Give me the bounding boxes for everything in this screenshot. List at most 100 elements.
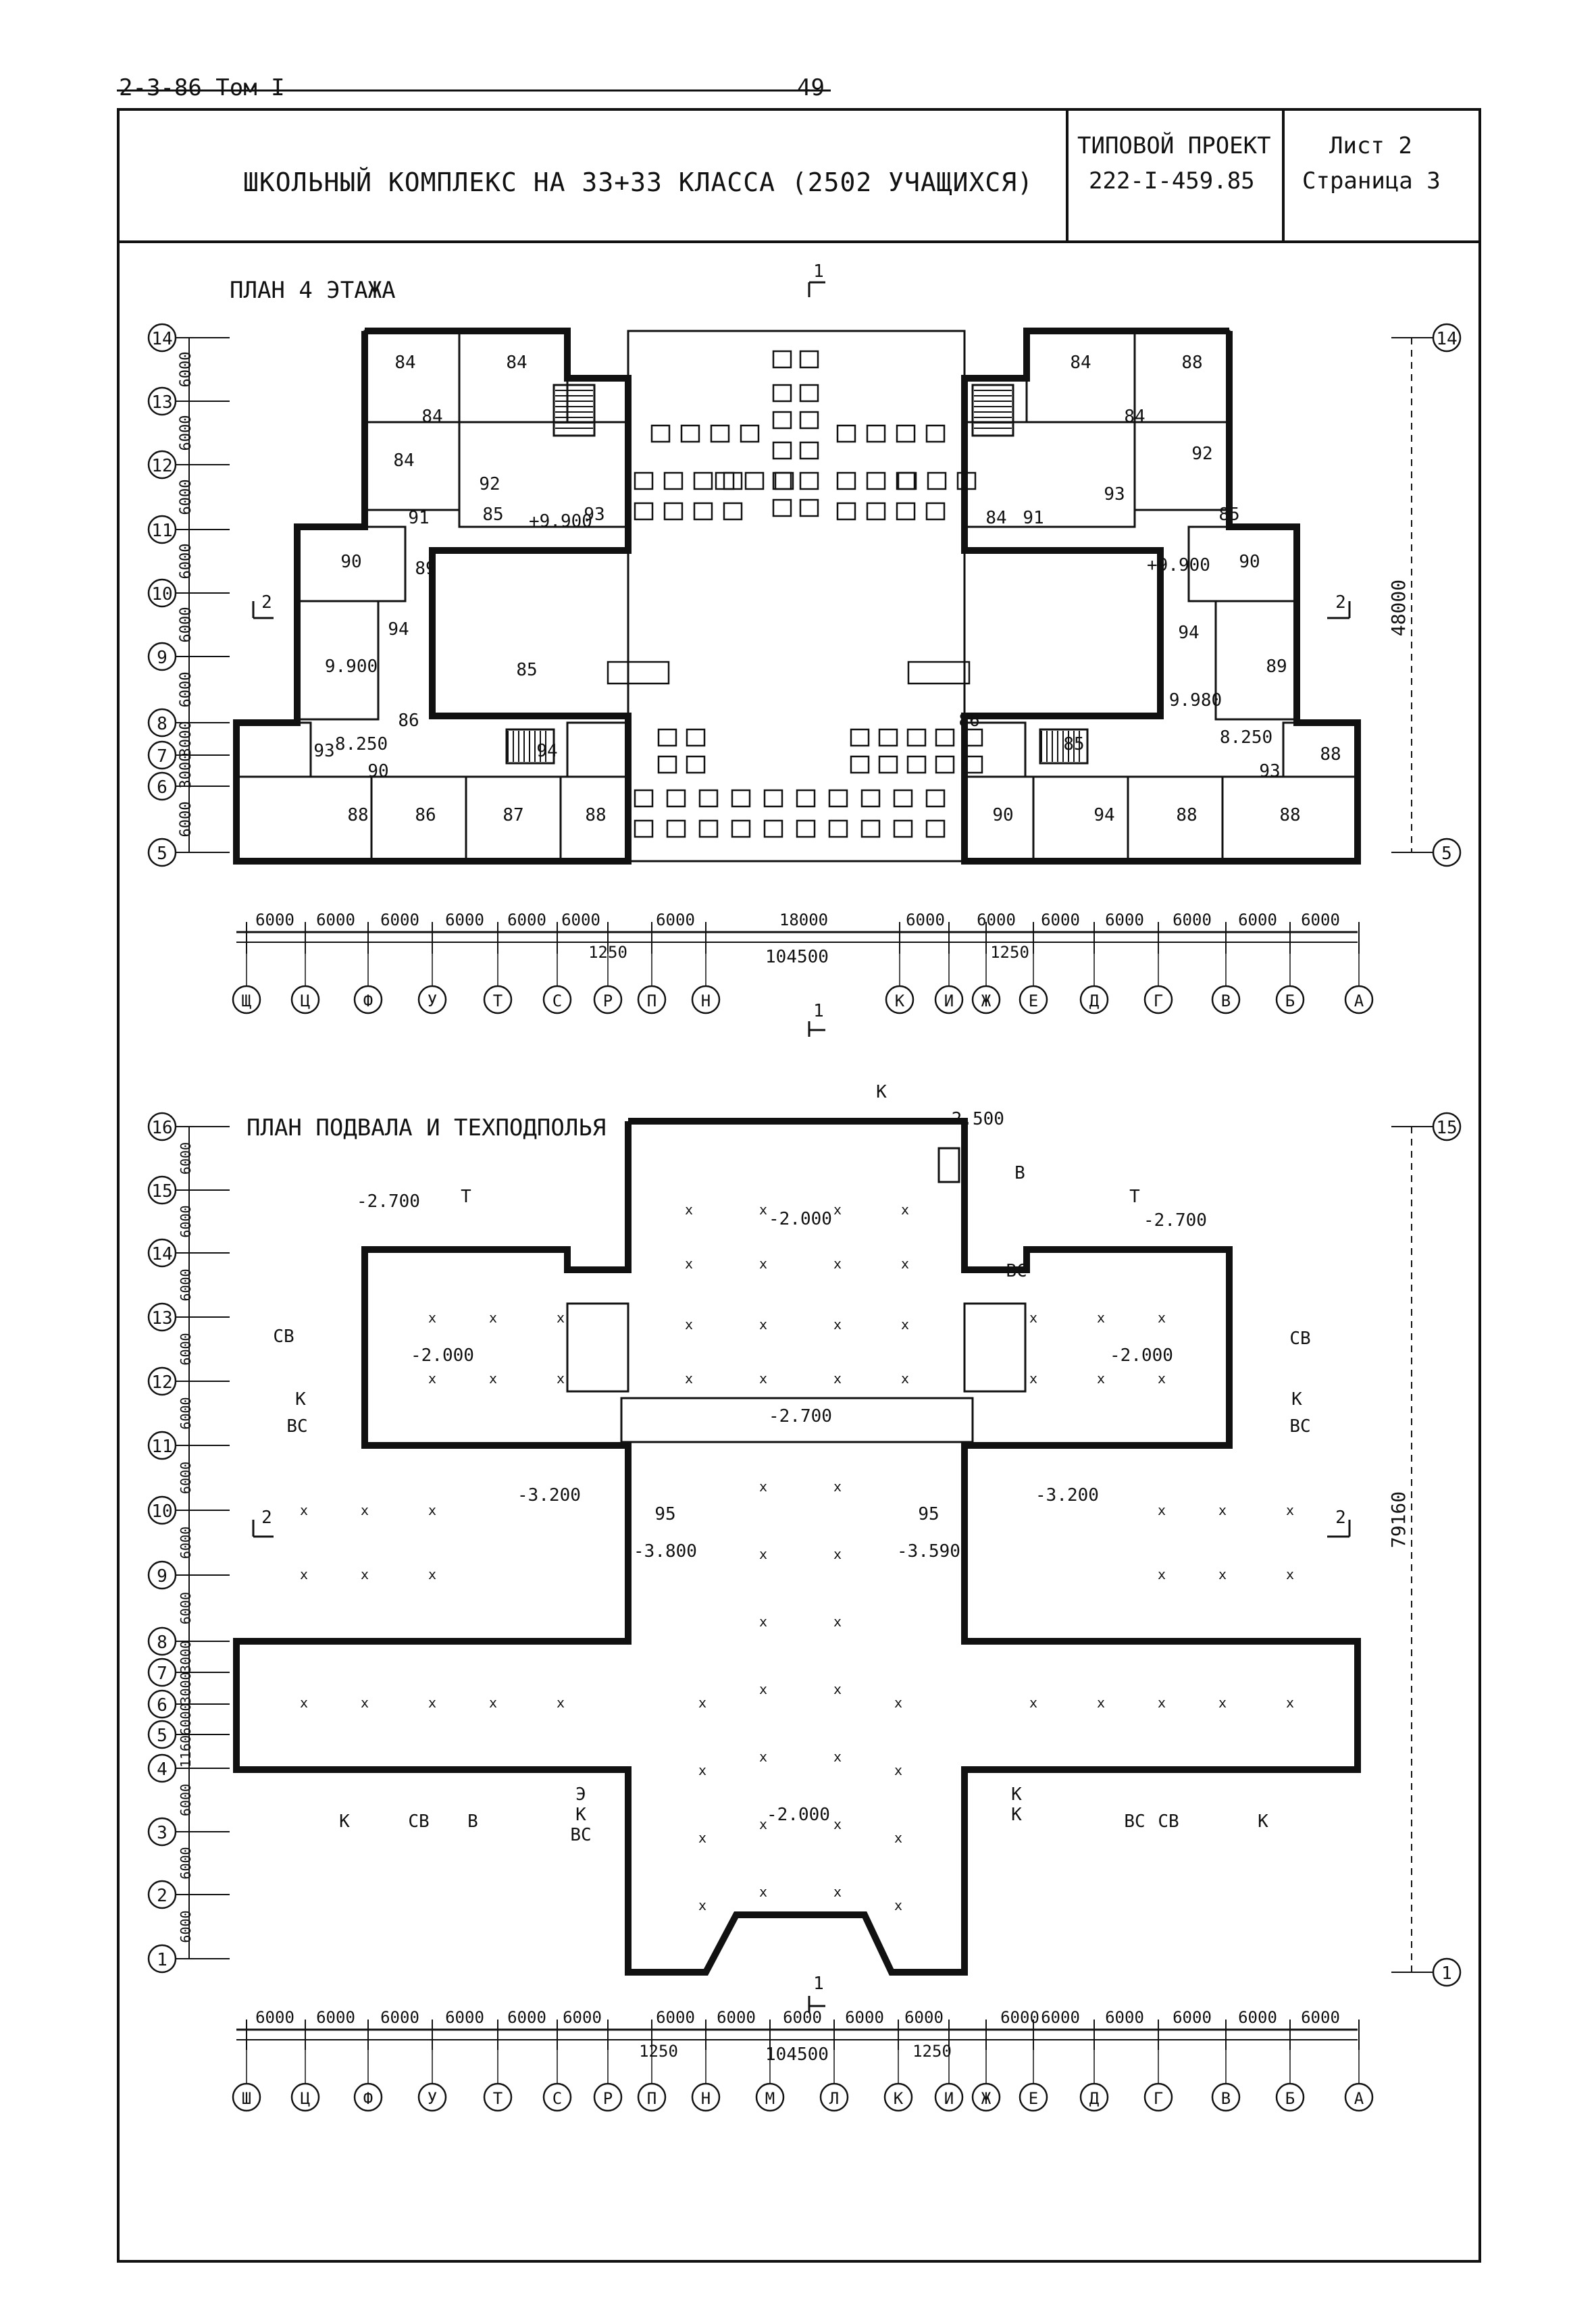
seat bbox=[710, 424, 730, 443]
utility-label: Э bbox=[575, 1784, 586, 1805]
column-marker: x bbox=[361, 1566, 369, 1583]
seat bbox=[963, 755, 983, 774]
stair-core bbox=[566, 1302, 629, 1393]
seat bbox=[686, 728, 706, 747]
column-marker: x bbox=[1218, 1695, 1227, 1711]
column-marker: x bbox=[833, 1681, 842, 1697]
axis-label: У bbox=[428, 992, 437, 1010]
column-marker: x bbox=[557, 1695, 565, 1711]
axis-label: 3 bbox=[157, 1823, 168, 1843]
seat bbox=[634, 502, 654, 521]
column-marker: x bbox=[901, 1202, 909, 1218]
axis-label: 14 bbox=[151, 1244, 172, 1264]
axis-label: А bbox=[1354, 992, 1364, 1010]
axis-label: 8 bbox=[157, 714, 168, 734]
column-marker: x bbox=[1286, 1695, 1294, 1711]
room-label: 90 bbox=[992, 805, 1013, 825]
dim-text: 6000 bbox=[656, 910, 695, 929]
seat bbox=[935, 755, 955, 774]
room-label: 86 bbox=[398, 711, 419, 731]
right-wing-outline bbox=[961, 328, 1361, 865]
axis-label: 8 bbox=[157, 1632, 168, 1653]
axis-label: С bbox=[552, 2089, 562, 2108]
room-label: 88 bbox=[1320, 744, 1341, 765]
dim-text: 6000 bbox=[178, 352, 195, 388]
axis-label: Ш bbox=[242, 2089, 251, 2108]
column-marker: x bbox=[759, 1614, 767, 1630]
seat bbox=[796, 789, 816, 808]
axis-label: Б bbox=[1285, 992, 1295, 1010]
dim-text: 6000 bbox=[1105, 2008, 1144, 2027]
axis-label: 12 bbox=[151, 1372, 172, 1393]
axis-label: 14 bbox=[151, 329, 172, 349]
seat bbox=[634, 789, 654, 808]
dim-text: 6000 bbox=[178, 1910, 194, 1943]
column-marker: x bbox=[428, 1695, 436, 1711]
dim-text: 104500 bbox=[765, 2045, 829, 2065]
column-marker: x bbox=[759, 1256, 767, 1272]
dim-text: 6000 bbox=[507, 2008, 546, 2027]
seat bbox=[906, 755, 927, 774]
seat bbox=[925, 502, 946, 521]
room-label: 94 bbox=[1093, 805, 1114, 825]
project-code: 222-I-459.85 bbox=[1089, 168, 1255, 195]
room-label: 84 bbox=[1124, 407, 1145, 427]
room-label: 88 bbox=[1181, 353, 1202, 373]
dim-text: 6000 bbox=[1173, 910, 1212, 929]
utility-label: В bbox=[1014, 1163, 1025, 1183]
room bbox=[1133, 330, 1231, 423]
axis-label: Ж bbox=[981, 2089, 992, 2108]
utility-label: К bbox=[1011, 1784, 1022, 1805]
room-label: 84 bbox=[393, 451, 414, 471]
column-marker: x bbox=[901, 1256, 909, 1272]
seat bbox=[666, 819, 686, 838]
room-label: 8.250 bbox=[335, 734, 388, 754]
level-label: -2.500 bbox=[941, 1109, 1004, 1129]
seat bbox=[666, 789, 686, 808]
column-marker: x bbox=[894, 1897, 902, 1913]
level-label: -2.000 bbox=[769, 1209, 832, 1229]
axis-label: А bbox=[1354, 2089, 1364, 2108]
seat bbox=[836, 471, 856, 490]
seat bbox=[650, 424, 671, 443]
utility-label: СВ bbox=[273, 1327, 294, 1347]
seat bbox=[763, 819, 783, 838]
utility-label: СВ bbox=[1158, 1811, 1179, 1832]
seat bbox=[866, 471, 886, 490]
dim-text: 1160 bbox=[178, 1735, 194, 1768]
seat bbox=[893, 789, 913, 808]
dim-text: 6000 bbox=[561, 910, 600, 929]
seat bbox=[731, 789, 751, 808]
room-label: 84 bbox=[421, 407, 442, 427]
dim-text: 6000 bbox=[1000, 2008, 1039, 2027]
axis-label: Б bbox=[1285, 2089, 1295, 2108]
dim-text: 6000 bbox=[1041, 910, 1080, 929]
room-label: 85 bbox=[1063, 734, 1084, 754]
level-label: -2.700 bbox=[1143, 1210, 1207, 1231]
column-marker: x bbox=[894, 1762, 902, 1778]
level-label: 95 bbox=[654, 1504, 675, 1524]
section-mark: 2 bbox=[261, 1508, 272, 1528]
seat bbox=[836, 424, 856, 443]
column-marker: x bbox=[300, 1695, 308, 1711]
axis-label: 15 bbox=[1436, 1118, 1457, 1138]
room-label: 89 bbox=[415, 559, 436, 579]
level-label: -2.000 bbox=[1110, 1345, 1173, 1366]
room-label: 9.980 bbox=[1169, 690, 1222, 711]
seat bbox=[796, 819, 816, 838]
dim-text: 6000 bbox=[178, 480, 195, 515]
axis-label: У bbox=[428, 2089, 437, 2108]
seat bbox=[799, 350, 819, 369]
level-box bbox=[907, 661, 971, 685]
seat bbox=[828, 819, 848, 838]
axis-label: Г bbox=[1154, 2089, 1163, 2108]
room-label: 85 bbox=[1218, 505, 1239, 525]
column-marker: x bbox=[1286, 1566, 1294, 1583]
axis-label: Н bbox=[701, 2089, 711, 2108]
dim-text: 6000 bbox=[178, 1592, 194, 1624]
room-label: 90 bbox=[367, 761, 388, 781]
seat bbox=[828, 789, 848, 808]
column-marker: x bbox=[489, 1310, 497, 1326]
column-marker: x bbox=[557, 1310, 565, 1326]
column-marker: x bbox=[894, 1695, 902, 1711]
